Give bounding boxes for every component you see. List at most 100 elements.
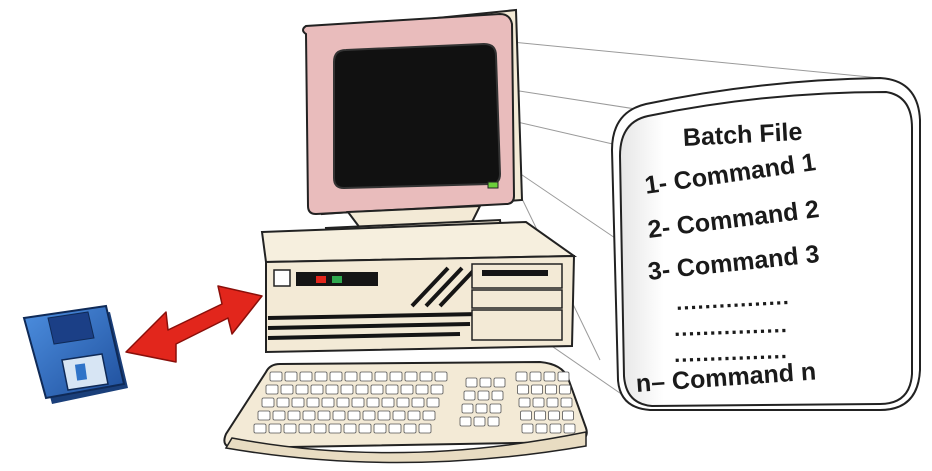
keyboard-key xyxy=(435,372,447,381)
keyboard-key xyxy=(462,404,473,413)
keyboard-key xyxy=(322,398,334,407)
floppy-disk-icon xyxy=(24,306,128,404)
keyboard-key xyxy=(345,372,357,381)
keyboard-key xyxy=(544,372,555,381)
keyboard-key xyxy=(416,385,428,394)
keyboard-key xyxy=(270,372,282,381)
keyboard-key xyxy=(311,385,323,394)
keyboard-key xyxy=(558,372,569,381)
keyboard-key xyxy=(371,385,383,394)
keyboard-key xyxy=(561,398,572,407)
keyboard-key xyxy=(564,424,575,433)
keyboard-key xyxy=(375,372,387,381)
keyboard-key xyxy=(420,372,432,381)
keyboard-key xyxy=(314,424,326,433)
keyboard-key xyxy=(386,385,398,394)
keyboard-key xyxy=(363,411,375,420)
keyboard-key xyxy=(300,372,312,381)
keyboard-key xyxy=(344,424,356,433)
keyboard-key xyxy=(521,411,532,420)
keyboard-key xyxy=(401,385,413,394)
keyboard-key xyxy=(281,385,293,394)
keyboard-key xyxy=(474,417,485,426)
keyboard-key xyxy=(329,424,341,433)
keyboard-key xyxy=(382,398,394,407)
keyboard-key xyxy=(318,411,330,420)
keyboard-key xyxy=(550,424,561,433)
keyboard-key xyxy=(404,424,416,433)
keyboard-key xyxy=(466,378,477,387)
keyboard-key xyxy=(490,404,501,413)
keyboard-key xyxy=(356,385,368,394)
keyboard-key xyxy=(269,424,281,433)
keyboard-key xyxy=(360,372,372,381)
keyboard-key xyxy=(326,385,338,394)
keyboard-key xyxy=(337,398,349,407)
keyboard-key xyxy=(530,372,541,381)
keyboard-key xyxy=(303,411,315,420)
keyboard-key xyxy=(390,372,402,381)
keyboard-key xyxy=(536,424,547,433)
keyboard-key xyxy=(549,411,560,420)
keyboard-key xyxy=(397,398,409,407)
zoom-panel xyxy=(620,92,912,406)
keyboard-key xyxy=(352,398,364,407)
monitor-icon xyxy=(303,10,522,246)
keyboard-key xyxy=(292,398,304,407)
keyboard-key xyxy=(464,391,475,400)
keyboard-key xyxy=(519,398,530,407)
keyboard-key xyxy=(535,411,546,420)
keyboard-key xyxy=(284,424,296,433)
power-led xyxy=(488,182,498,188)
keyboard-key xyxy=(518,385,529,394)
keyboard-key xyxy=(262,398,274,407)
keyboard-key xyxy=(374,424,386,433)
keyboard-key xyxy=(258,411,270,420)
keyboard-key xyxy=(533,398,544,407)
keyboard-key xyxy=(273,411,285,420)
keyboard-key xyxy=(546,385,557,394)
keyboard-key xyxy=(494,378,505,387)
keyboard-key xyxy=(285,372,297,381)
keyboard-key xyxy=(412,398,424,407)
keyboard-key xyxy=(405,372,417,381)
keyboard-key xyxy=(480,378,491,387)
keyboard-key xyxy=(478,391,489,400)
keyboard-key xyxy=(254,424,266,433)
keyboard-key xyxy=(516,372,527,381)
keyboard-key xyxy=(307,398,319,407)
keyboard-key xyxy=(532,385,543,394)
keyboard-key xyxy=(277,398,289,407)
keyboard-key xyxy=(393,411,405,420)
keyboard-key xyxy=(333,411,345,420)
keyboard-key xyxy=(431,385,443,394)
desktop-case-icon xyxy=(262,222,574,352)
keyboard-key xyxy=(359,424,371,433)
keyboard-key xyxy=(315,372,327,381)
monitor-screen xyxy=(334,44,500,188)
keyboard-key xyxy=(341,385,353,394)
keyboard-key xyxy=(408,411,420,420)
keyboard-key xyxy=(378,411,390,420)
keyboard-key xyxy=(367,398,379,407)
keyboard-key xyxy=(288,411,300,420)
keyboard-key xyxy=(266,385,278,394)
keyboard-key xyxy=(348,411,360,420)
keyboard-key xyxy=(488,417,499,426)
keyboard-key xyxy=(492,391,503,400)
keyboard-key xyxy=(423,411,435,420)
keyboard-key xyxy=(389,424,401,433)
keyboard-key xyxy=(547,398,558,407)
keyboard-key xyxy=(427,398,439,407)
keyboard-key xyxy=(560,385,571,394)
keyboard-key xyxy=(330,372,342,381)
double-arrow-icon xyxy=(126,286,262,362)
keyboard-key xyxy=(522,424,533,433)
keyboard-key xyxy=(563,411,574,420)
keyboard-icon xyxy=(224,362,586,463)
keyboard-key xyxy=(476,404,487,413)
keyboard-key xyxy=(419,424,431,433)
keyboard-key xyxy=(296,385,308,394)
keyboard-key xyxy=(460,417,471,426)
